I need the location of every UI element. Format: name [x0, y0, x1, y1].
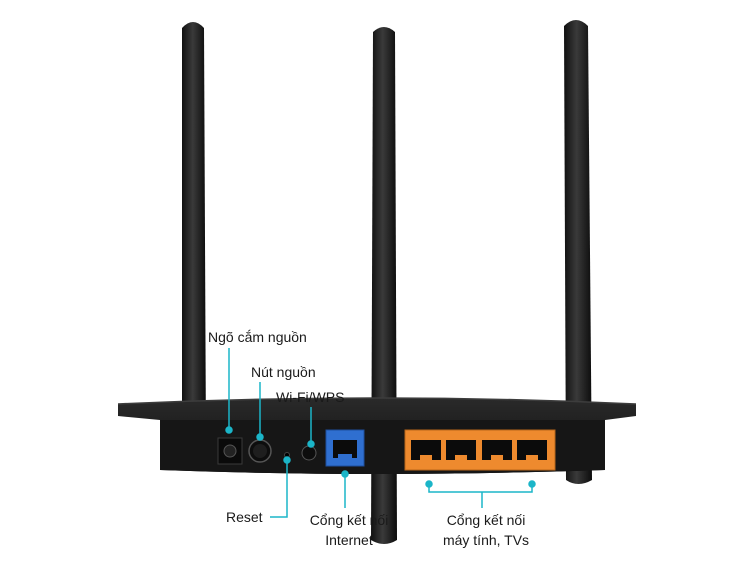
power-jack [217, 437, 243, 465]
label-lan-ports-line2: máy tính, TVs [442, 532, 530, 548]
lan-ports-panel [404, 429, 556, 471]
label-internet-port-line2: Internet [325, 532, 373, 548]
label-power-jack: Ngõ cắm nguồn [208, 329, 307, 345]
callout-lines [225, 348, 536, 518]
wan-port [325, 429, 365, 467]
wifi-wps-button [301, 445, 317, 461]
antenna-left [182, 22, 206, 454]
label-reset: Reset [226, 509, 263, 525]
label-power-button: Nút nguồn [251, 364, 316, 380]
router-body [117, 397, 637, 474]
label-lan-ports-line1: Cổng kết nối [446, 512, 526, 528]
label-internet-port-line1: Cổng kết nối [309, 512, 389, 528]
antenna-right [564, 20, 592, 484]
label-wifi-wps: Wi-Fi/WPS [276, 389, 345, 405]
power-button [248, 439, 272, 463]
